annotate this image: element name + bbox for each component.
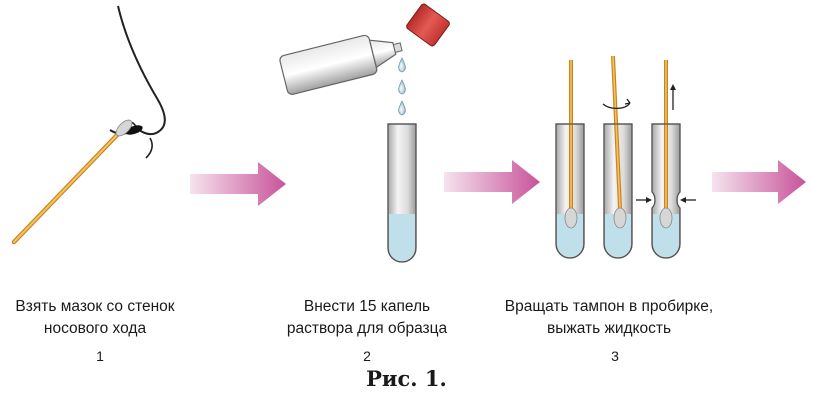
step-3-line-2: выжать жидкость	[546, 320, 672, 337]
buffer-bottle	[279, 34, 403, 95]
step-1-line-1: Взять мазок со стенок	[15, 298, 175, 315]
step-3-number: 3	[611, 348, 619, 364]
step-1-line-2: носового хода	[43, 320, 147, 337]
figure-caption: Рис. 1.	[366, 366, 447, 391]
arrow-1	[190, 162, 286, 206]
arrow-3	[712, 160, 806, 204]
drops	[398, 57, 406, 116]
swab-tip	[115, 119, 133, 137]
test-tube-3b	[603, 55, 633, 259]
step-3-description: Вращать тампон в пробирке, выжать жидкос…	[484, 296, 734, 340]
step-1-description: Взять мазок со стенок носового хода	[0, 296, 200, 340]
arrow-2	[444, 160, 540, 204]
step-3-line-1: Вращать тампон в пробирке,	[504, 298, 714, 315]
step-2-number: 2	[363, 348, 371, 364]
test-tube-3a	[555, 60, 585, 259]
pull-up-arrow-icon	[670, 84, 676, 110]
step-2-line-2: раствора для образца	[286, 320, 448, 337]
nose-outline	[109, 5, 166, 136]
squeeze-arrows-icon	[636, 197, 696, 203]
step-1-number: 1	[96, 348, 104, 364]
nose-with-swab-illustration	[11, 5, 166, 245]
rotate-arrow-icon	[602, 102, 631, 110]
test-tube-2	[387, 123, 417, 263]
step-2-line-1: Внести 15 капель	[303, 298, 431, 315]
test-tube-3c	[651, 60, 681, 259]
step-2-description: Внести 15 капель раствора для образца	[262, 296, 472, 340]
bottle-cap	[406, 3, 450, 47]
lip-curve	[145, 137, 153, 159]
